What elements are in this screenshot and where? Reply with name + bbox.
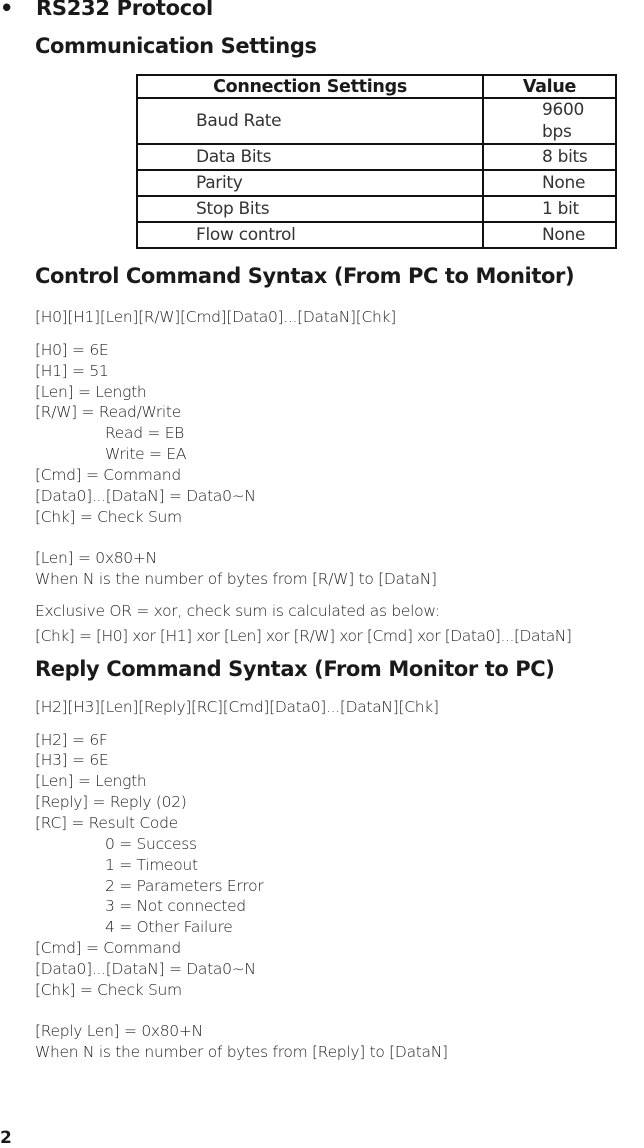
setting-name: Parity bbox=[136, 169, 484, 197]
checksum-formula: [Chk] = [H0] xor [H1] xor [Len] xor [R/W… bbox=[35, 627, 572, 645]
reply-syntax: [H2][H3][Len][Reply][RC][Cmd][Data0]...[… bbox=[35, 698, 439, 716]
setting-name: Flow control bbox=[136, 221, 484, 249]
reply-def: [Chk] = Check Sum bbox=[35, 981, 182, 999]
setting-value: None bbox=[482, 169, 617, 197]
reply-def: [H3] = 6E bbox=[35, 751, 109, 769]
reply-def: [Reply] = Reply (02) bbox=[35, 793, 187, 811]
control-def: [R/W] = Read/Write bbox=[35, 403, 181, 421]
xor-note: Exclusive OR = xor, check sum is calcula… bbox=[35, 602, 440, 620]
section-title-text: RS232 Protocol bbox=[36, 0, 213, 20]
setting-value: None bbox=[482, 221, 617, 249]
control-def: [Cmd] = Command bbox=[35, 466, 181, 484]
control-def: [H0] = 6E bbox=[35, 341, 109, 359]
reply-def: [H2] = 6F bbox=[35, 731, 108, 749]
bullet-icon: • bbox=[0, 0, 14, 20]
result-code: 0 = Success bbox=[105, 835, 197, 853]
control-len-note: When N is the number of bytes from [R/W]… bbox=[35, 570, 437, 588]
setting-name: Stop Bits bbox=[136, 195, 484, 223]
result-code: 2 = Parameters Error bbox=[105, 877, 264, 895]
reply-def: [RC] = Result Code bbox=[35, 814, 178, 832]
control-syntax: [H0][H1][Len][R/W][Cmd][Data0]...[DataN]… bbox=[35, 308, 396, 326]
reply-len-note: When N is the number of bytes from [Repl… bbox=[35, 1043, 448, 1061]
control-len-formula: [Len] = 0x80+N bbox=[35, 549, 157, 567]
result-code: 1 = Timeout bbox=[105, 856, 198, 874]
control-def: [H1] = 51 bbox=[35, 362, 109, 380]
table-row: Parity None bbox=[136, 169, 617, 197]
table-row: Baud Rate 9600 bps bbox=[136, 97, 617, 145]
table-header-row: Connection Settings Value bbox=[136, 74, 617, 99]
page-number: 2 bbox=[0, 1128, 12, 1148]
column-header-value: Value bbox=[482, 74, 617, 99]
section-title: • RS232 Protocol bbox=[0, 0, 213, 20]
result-code: 3 = Not connected bbox=[105, 897, 246, 915]
setting-value: 1 bit bbox=[482, 195, 617, 223]
reply-def: [Cmd] = Command bbox=[35, 939, 181, 957]
setting-value: 8 bits bbox=[482, 143, 617, 171]
control-def: [Data0]...[DataN] = Data0~N bbox=[35, 487, 256, 505]
rw-value: Read = EB bbox=[105, 424, 185, 442]
table-row: Stop Bits 1 bit bbox=[136, 195, 617, 223]
communication-settings-heading: Communication Settings bbox=[35, 34, 317, 58]
setting-name: Data Bits bbox=[136, 143, 484, 171]
control-def: [Chk] = Check Sum bbox=[35, 508, 182, 526]
result-code: 4 = Other Failure bbox=[105, 918, 233, 936]
setting-value: 9600 bps bbox=[482, 97, 617, 145]
table-row: Flow control None bbox=[136, 221, 617, 249]
control-def: [Len] = Length bbox=[35, 383, 147, 401]
reply-def: [Data0]...[DataN] = Data0~N bbox=[35, 960, 256, 978]
reply-def: [Len] = Length bbox=[35, 772, 147, 790]
column-header-connection-settings: Connection Settings bbox=[136, 74, 484, 99]
setting-name: Baud Rate bbox=[136, 97, 484, 145]
reply-len-formula: [Reply Len] = 0x80+N bbox=[35, 1022, 203, 1040]
reply-command-heading: Reply Command Syntax (From Monitor to PC… bbox=[35, 657, 555, 681]
connection-settings-table: Connection Settings Value Baud Rate 9600… bbox=[136, 74, 617, 249]
table-row: Data Bits 8 bits bbox=[136, 143, 617, 171]
control-command-heading: Control Command Syntax (From PC to Monit… bbox=[35, 264, 575, 288]
rw-value: Write = EA bbox=[105, 445, 187, 463]
